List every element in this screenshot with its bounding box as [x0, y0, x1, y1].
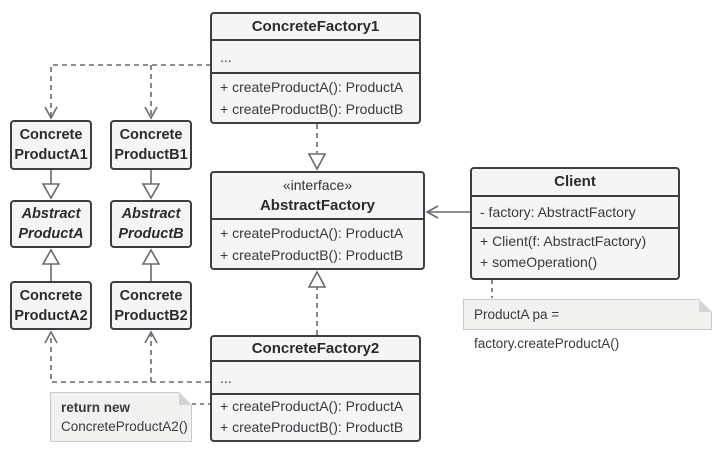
method-line: + someOperation(): [480, 254, 598, 270]
class-title: ConcreteFactory1: [251, 18, 380, 35]
method-line: + createProductB(): ProductB: [220, 101, 404, 117]
open-arrow-up-icon: [144, 330, 158, 344]
association-client-abstractfactory: [425, 205, 470, 219]
open-arrow-left-icon: [425, 205, 439, 219]
methods-compartment: + createProductA(): ProductA + createPro…: [212, 72, 419, 122]
class-concrete-factory2: ConcreteFactory2 ... + createProductA():…: [210, 335, 421, 442]
hollow-triangle-down-icon: [41, 183, 61, 200]
methods-compartment: + Client(f: AbstractFactory) + someOpera…: [472, 227, 678, 275]
fields-compartment: ...: [212, 39, 419, 72]
dependency-factory2-to-products: [44, 330, 210, 383]
method-line: + Client(f: AbstractFactory): [480, 233, 647, 249]
method-line: + createProductB(): ProductB: [220, 247, 404, 263]
note-text: ProductA pa = factory.createProductA(): [474, 307, 620, 351]
note-client-code: ProductA pa = factory.createProductA(): [463, 299, 712, 351]
class-concrete-factory1: ConcreteFactory1 ... + createProductA():…: [210, 12, 421, 124]
hollow-triangle-up-icon: [41, 248, 61, 265]
attribute-line: - factory: AbstractFactory: [480, 204, 636, 220]
open-arrow-down-icon: [44, 106, 58, 120]
class-title: AbstractFactory: [259, 197, 376, 214]
note-text: ConcreteProductA2(): [61, 419, 188, 434]
class-title: Client: [554, 173, 596, 190]
fields-compartment: ...: [212, 360, 419, 393]
inheritance-productB1-abstractB: [141, 170, 161, 200]
class-abstract-factory: «interface» AbstractFactory + createProd…: [210, 171, 425, 270]
stereotype-label: «interface»: [282, 177, 353, 193]
dependency-factory1-to-products: [44, 64, 211, 120]
class-client: Client - factory: AbstractFactory + Clie…: [470, 167, 680, 280]
class-concrete-product-a1: Concrete ProductA1: [10, 120, 92, 170]
method-line: + createProductA(): ProductA: [220, 79, 404, 95]
realization-factory2-abstractfactory: [307, 270, 327, 335]
hollow-triangle-up-icon: [307, 270, 327, 288]
realization-factory1-abstractfactory: [307, 124, 327, 171]
method-line: + createProductB(): ProductB: [220, 419, 404, 435]
inheritance-productA2-abstractA: [41, 248, 61, 281]
class-title: ConcreteFactory2: [251, 340, 380, 357]
hollow-triangle-up-icon: [141, 248, 161, 265]
methods-compartment: + createProductA(): ProductA + createPro…: [212, 393, 419, 440]
method-line: + createProductA(): ProductA: [220, 398, 404, 414]
class-abstract-product-a: Abstract ProductA: [10, 200, 92, 248]
hollow-triangle-down-icon: [141, 183, 161, 200]
inheritance-productB2-abstractB: [141, 248, 161, 281]
method-line: + createProductA(): ProductA: [220, 225, 404, 241]
open-arrow-down-icon: [144, 106, 158, 120]
class-concrete-product-b1: Concrete ProductB1: [110, 120, 192, 170]
class-concrete-product-b2: Concrete ProductB2: [110, 281, 192, 330]
note-return-new: return new ConcreteProductA2(): [50, 392, 192, 442]
open-arrow-up-icon: [44, 330, 58, 344]
class-concrete-product-a2: Concrete ProductA2: [10, 281, 92, 330]
methods-compartment: + createProductA(): ProductA + createPro…: [212, 218, 423, 268]
inheritance-productA1-abstractA: [41, 170, 61, 200]
note-text: return new: [61, 400, 131, 415]
hollow-triangle-down-icon: [307, 153, 327, 171]
attributes-compartment: - factory: AbstractFactory: [472, 195, 678, 227]
class-abstract-product-b: Abstract ProductB: [110, 200, 192, 248]
